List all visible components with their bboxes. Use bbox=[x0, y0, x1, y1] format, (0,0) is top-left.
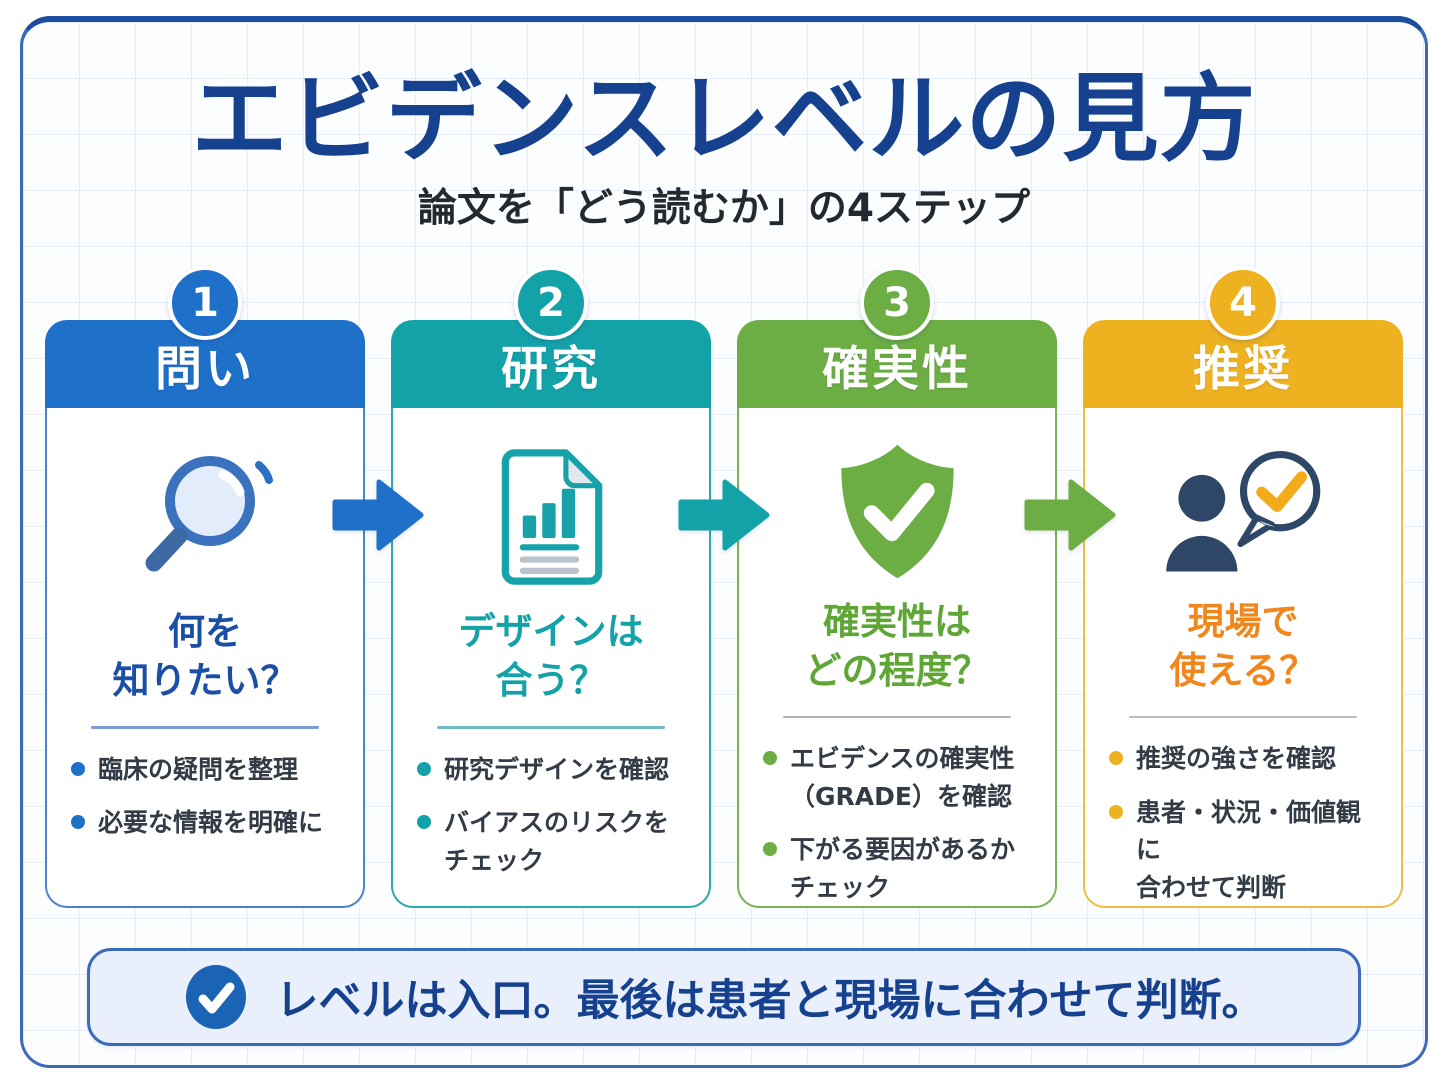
bullet-dot bbox=[71, 815, 85, 830]
step-question: デザインは 合う？ bbox=[458, 610, 644, 703]
step-card-study: 2 研究 デザインは 合う？ bbox=[391, 266, 711, 909]
step-question: 何を 知りたい？ bbox=[112, 610, 298, 703]
step-number-badge: 1 bbox=[168, 266, 242, 341]
bullet-item: エビデンスの確実性 （GRADE）を確認 bbox=[763, 740, 1031, 815]
bullet-item: 必要な情報を明確に bbox=[71, 804, 339, 842]
step-number-badge: 2 bbox=[514, 266, 588, 341]
bullet-list: 臨床の疑問を整理 必要な情報を明確に bbox=[69, 751, 341, 842]
bullet-text: 下がる要因があるか チェック bbox=[790, 835, 1016, 902]
step-question: 確実性は どの程度？ bbox=[804, 599, 990, 692]
bullet-text: エビデンスの確実性 （GRADE）を確認 bbox=[790, 744, 1015, 811]
bullet-item: 臨床の疑問を整理 bbox=[71, 751, 339, 789]
bullet-dot bbox=[763, 842, 777, 857]
document-bar-chart-icon bbox=[492, 432, 610, 602]
bullet-item: 研究デザインを確認 bbox=[417, 751, 685, 789]
step-card-body: 何を 知りたい？ 臨床の疑問を整理 必要な情報を明確に bbox=[45, 408, 365, 909]
bullet-text: 必要な情報を明確に bbox=[98, 808, 324, 838]
bullet-dot bbox=[1109, 804, 1123, 819]
person-speech-check-icon bbox=[1154, 432, 1332, 592]
bullet-dot bbox=[417, 761, 431, 776]
magnifier-icon bbox=[128, 432, 283, 602]
step-card-body: デザインは 合う？ 研究デザインを確認 バイアスのリスクを チェック bbox=[391, 408, 711, 909]
bullet-dot bbox=[71, 761, 85, 776]
divider bbox=[782, 715, 1012, 719]
bullet-dot bbox=[1109, 751, 1123, 766]
step-card-body: 現場で 使える？ 推奨の強さを確認 患者・状況・価値観に 合わせて判断 bbox=[1083, 408, 1403, 909]
step-header-label: 推奨 bbox=[1083, 320, 1403, 409]
page-subtitle: 論文を「どう読むか」の4ステップ bbox=[417, 185, 1031, 231]
arrow-right-icon bbox=[332, 476, 424, 554]
bullet-text: 患者・状況・価値観に 合わせて判断 bbox=[1136, 797, 1362, 902]
divider bbox=[1128, 715, 1358, 719]
check-icon bbox=[184, 964, 248, 1030]
divider bbox=[436, 725, 666, 729]
shield-check-icon bbox=[830, 432, 965, 592]
step-number-badge: 4 bbox=[1206, 266, 1280, 341]
bullet-list: 推奨の強さを確認 患者・状況・価値観に 合わせて判断 bbox=[1107, 740, 1379, 906]
divider bbox=[90, 725, 320, 729]
steps-row: 1 問い 何を 知りたい？ 臨床の疑問を整理 必要な情報を明確に bbox=[23, 266, 1425, 909]
bullet-text: 研究デザインを確認 bbox=[444, 754, 670, 784]
bullet-text: 推奨の強さを確認 bbox=[1136, 744, 1337, 774]
bullet-text: バイアスのリスクを チェック bbox=[444, 808, 670, 875]
step-card-body: 確実性は どの程度？ エビデンスの確実性 （GRADE）を確認 下がる要因がある… bbox=[737, 408, 1057, 909]
step-card-certainty: 3 確実性 確実性は どの程度？ エビデンスの確実性 （GRADE）を確認 下が… bbox=[737, 266, 1057, 909]
bullet-item: 下がる要因があるか チェック bbox=[763, 831, 1031, 906]
bullet-text: 臨床の疑問を整理 bbox=[98, 754, 299, 784]
step-card-recommendation: 4 推奨 現場で 使える？ 推奨の強さを確認 bbox=[1083, 266, 1403, 909]
bullet-item: 患者・状況・価値観に 合わせて判断 bbox=[1109, 794, 1377, 907]
arrow-right-icon bbox=[1024, 476, 1116, 554]
bullet-list: 研究デザインを確認 バイアスのリスクを チェック bbox=[415, 751, 687, 880]
bullet-dot bbox=[763, 751, 777, 766]
bullet-item: バイアスのリスクを チェック bbox=[417, 804, 685, 879]
footer-note-text: レベルは入口。最後は患者と現場に合わせて判断。 bbox=[275, 976, 1265, 1027]
page-title: エビデンスレベルの見方 bbox=[191, 63, 1257, 175]
bullet-item: 推奨の強さを確認 bbox=[1109, 740, 1377, 778]
step-question: 現場で 使える？ bbox=[1169, 599, 1317, 692]
step-number-badge: 3 bbox=[860, 266, 934, 341]
footer-note: レベルは入口。最後は患者と現場に合わせて判断。 bbox=[87, 948, 1361, 1047]
bullet-list: エビデンスの確実性 （GRADE）を確認 下がる要因があるか チェック bbox=[761, 740, 1033, 906]
step-card-question: 1 問い 何を 知りたい？ 臨床の疑問を整理 必要な情報を明確に bbox=[45, 266, 365, 909]
infographic-frame: エビデンスレベルの見方 論文を「どう読むか」の4ステップ 1 問い 何を 知りた… bbox=[20, 16, 1428, 1068]
bullet-dot bbox=[417, 815, 431, 830]
arrow-right-icon bbox=[678, 476, 770, 554]
